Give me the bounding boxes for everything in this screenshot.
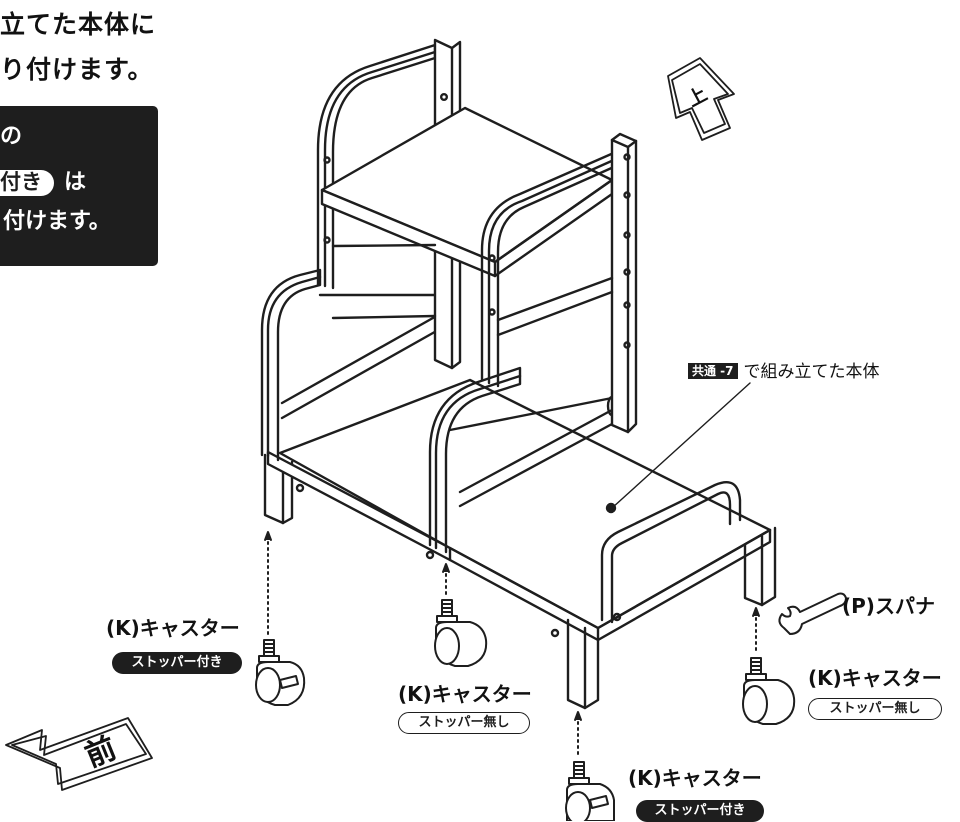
caster-front: [565, 711, 615, 821]
caster-right: [742, 607, 796, 725]
stopper-with-badge-front: ストッパー付き: [636, 800, 764, 822]
spanner-label: (P)スパナ: [842, 594, 935, 618]
caster-left: [255, 531, 306, 706]
spanner-icon: [778, 592, 847, 635]
callout-text: で組み立てた本体: [743, 362, 880, 382]
caster-middle: [434, 563, 488, 667]
stopper-with-badge-left: ストッパー付き: [112, 652, 242, 674]
notice-line-2-suffix: は: [64, 170, 87, 195]
notice-stopper-pill: 付き: [0, 170, 54, 196]
lower-shelf: [260, 268, 777, 710]
notice-line-2: 付きは: [0, 170, 86, 196]
step-heading-line-2: り付けます。: [0, 55, 154, 84]
caster-label-right: (K)キャスター: [808, 666, 942, 690]
upper-shelf: [316, 38, 638, 434]
front-arrow-icon: [5, 717, 153, 791]
caster-label-left: (K)キャスター: [106, 616, 240, 640]
notice-line-3: 付けます。: [3, 209, 111, 234]
caster-label-middle: (K)キャスター: [398, 682, 532, 706]
caster-label-front: (K)キャスター: [628, 766, 762, 790]
callout-step-tag: 共通 -7: [688, 363, 738, 379]
step-heading-line-1: 立てた本体に: [0, 10, 157, 39]
stopper-without-badge-right: ストッパー無し: [808, 698, 942, 720]
stopper-without-badge-middle: ストッパー無し: [398, 712, 530, 734]
main-body-callout: 共通 -7 で組み立てた本体: [688, 363, 880, 381]
notice-box: の 付きは 付けます。: [0, 106, 158, 266]
notice-line-1: の: [0, 124, 23, 149]
up-arrow-icon: [667, 57, 735, 141]
